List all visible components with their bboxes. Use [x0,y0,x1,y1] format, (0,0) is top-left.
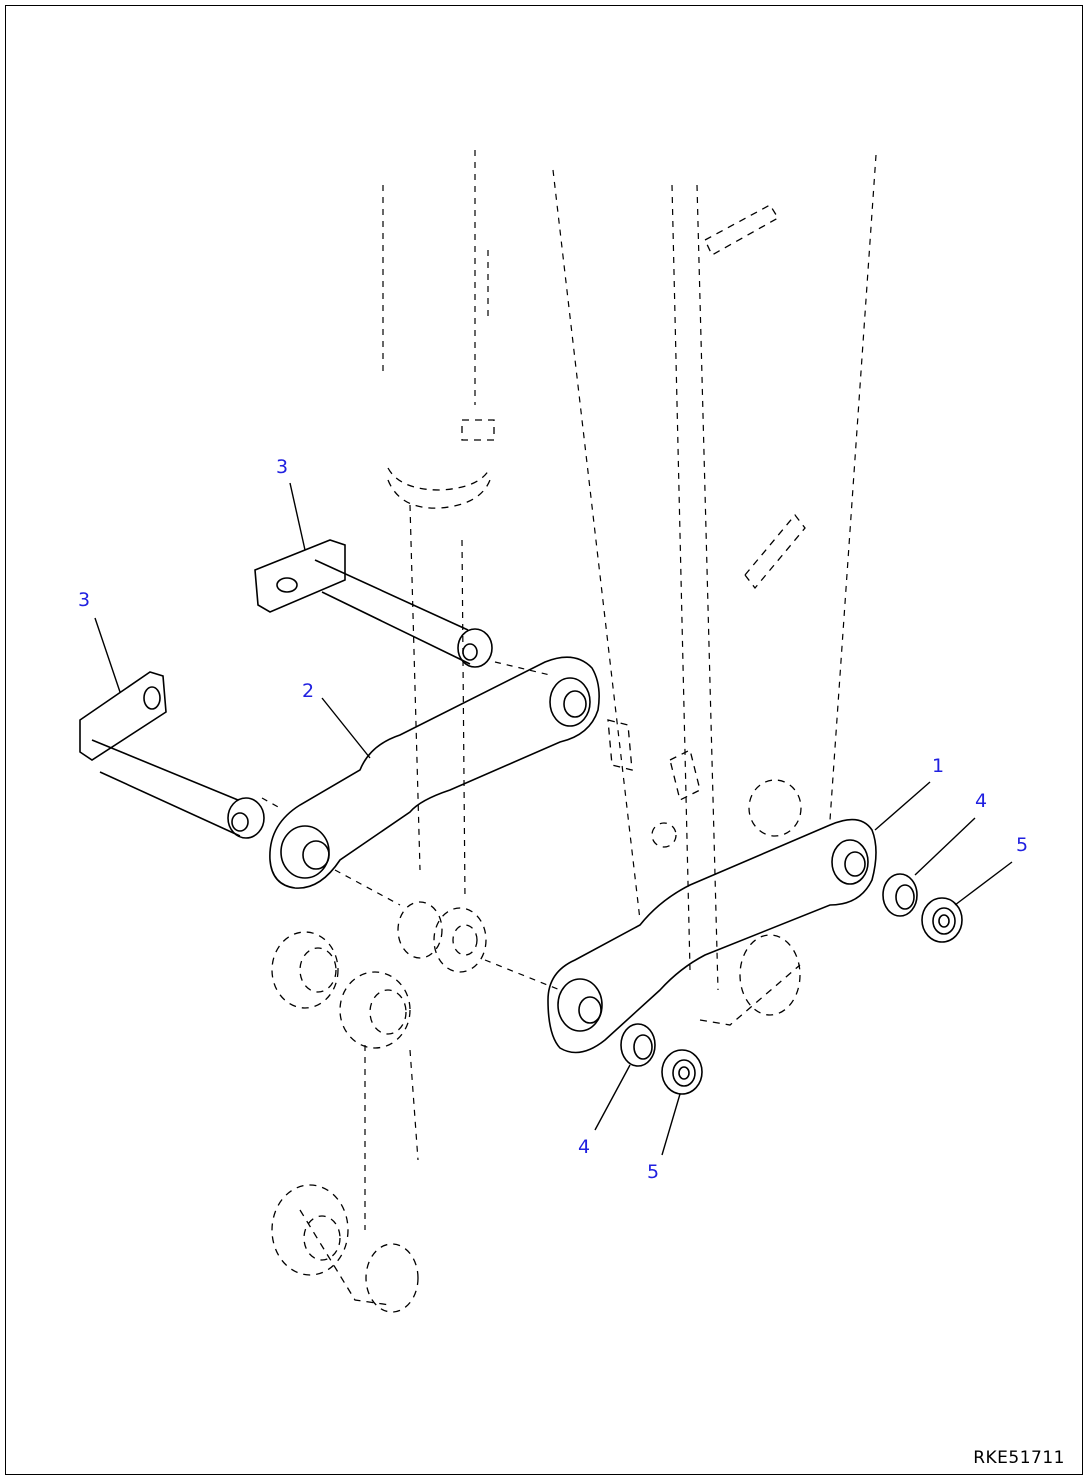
link-2[interactable] [269,656,600,889]
nut-upper[interactable] [921,897,963,943]
drawing-id-label: RKE51711 [973,1448,1065,1468]
pin-lower[interactable] [79,671,265,839]
phantom-lower-assembly [271,719,802,1313]
link-1[interactable] [547,818,877,1054]
drawing-frame [5,5,1083,1475]
pin-upper[interactable] [254,539,493,668]
callout-3-lower: 3 [78,589,90,611]
phantom-arm [364,150,877,1230]
callout-5-upper: 5 [1016,834,1028,856]
callout-5-lower: 5 [647,1161,659,1183]
washer-lower[interactable] [620,1023,656,1067]
callout-2: 2 [302,680,314,702]
callout-4-upper: 4 [975,790,987,812]
callout-3-upper: 3 [276,456,288,478]
callouts: 3 3 2 1 4 5 4 5 [78,456,1028,1183]
nut-lower[interactable] [661,1049,703,1095]
washer-upper[interactable] [882,873,918,917]
callout-4-lower: 4 [578,1136,590,1158]
phantom-cylinder [387,204,806,590]
callout-1: 1 [932,755,944,777]
center-lines [261,661,561,991]
leader-lines [94,482,1013,1156]
